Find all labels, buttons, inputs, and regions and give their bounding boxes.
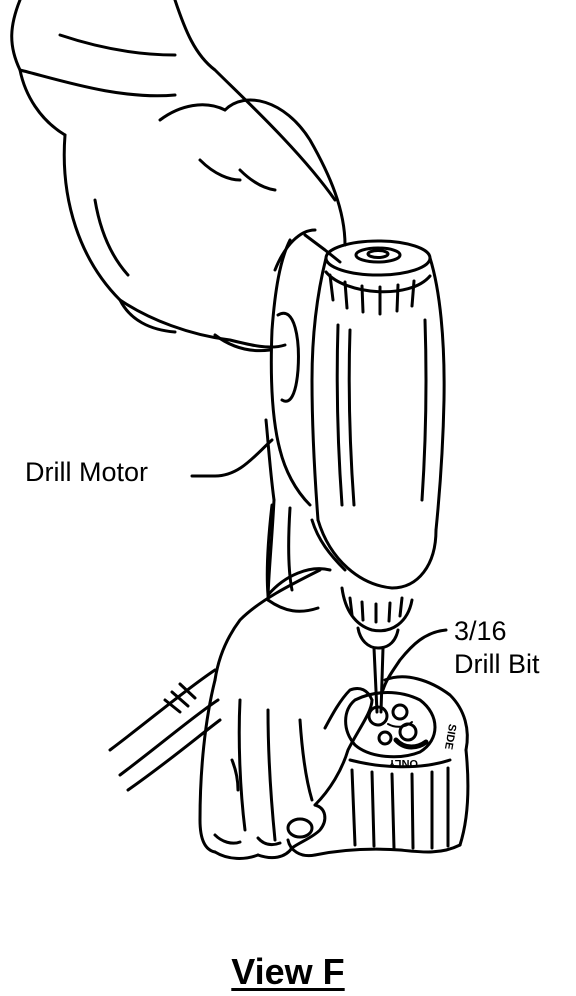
drill-handle xyxy=(264,233,342,602)
upper-arm-sleeve xyxy=(10,0,337,202)
workpiece-housing xyxy=(286,675,470,858)
drill-bit-size-label: 3/16 xyxy=(454,616,507,646)
gripping-hand xyxy=(62,98,347,353)
view-caption: View F xyxy=(0,952,576,992)
lower-sleeve xyxy=(265,503,332,613)
drill-chuck xyxy=(340,586,414,650)
part-marking-only: ONLY xyxy=(388,757,418,769)
drill-cable xyxy=(108,668,222,792)
leader-lines xyxy=(190,438,448,692)
drill-bit xyxy=(372,646,385,714)
view-caption-text: View F xyxy=(231,951,345,992)
drill-motor-body xyxy=(310,239,446,590)
drill-motor-label: Drill Motor xyxy=(25,457,149,487)
drill-bit-label: Drill Bit xyxy=(454,649,540,679)
bracing-hand xyxy=(198,568,374,860)
part-marking-side: SIDE xyxy=(442,723,458,750)
